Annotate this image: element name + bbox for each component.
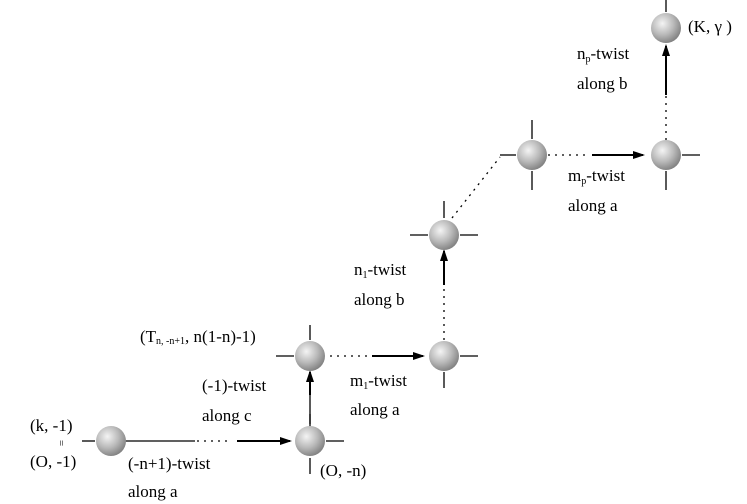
label-torus-knot: (Tn, -n+1, n(1-n)-1) — [140, 327, 256, 347]
edge-n1-to-mp — [451, 156, 501, 219]
node-after-mp — [651, 140, 681, 170]
label-final: (K, γ ) — [688, 17, 732, 36]
twist-t2-line2: along a — [350, 400, 400, 419]
twist-t4-line1: mp-twist — [568, 166, 625, 187]
twist-t0-line1: (-n+1)-twist — [128, 454, 211, 473]
node-final — [651, 13, 681, 43]
twist-t3-line1: n1-twist — [354, 260, 407, 281]
node-ticks — [82, 0, 700, 474]
twist-t5-line2: along b — [577, 74, 628, 93]
node-on — [295, 426, 325, 456]
twist-t2-line1: m1-twist — [350, 371, 407, 392]
label-o-minus-n: (O, -n) — [320, 461, 366, 480]
node-torus-knot — [295, 341, 325, 371]
node-start — [96, 426, 126, 456]
twist-t1-line2: along c — [202, 406, 252, 425]
node-after-n1 — [429, 220, 459, 250]
label-k-minus-1: (k, -1) — [30, 416, 72, 435]
twist-t3-line2: along b — [354, 290, 405, 309]
twist-t0-line2: along a — [128, 482, 178, 501]
node-after-m1 — [429, 341, 459, 371]
node-before-mp — [517, 140, 547, 170]
twist-t5-line1: np-twist — [577, 44, 630, 65]
twist-t1-line1: (-1)-twist — [202, 376, 266, 395]
twist-t4-line2: along a — [568, 196, 618, 215]
label-equals: = — [55, 440, 67, 446]
label-o-minus-1: (O, -1) — [30, 452, 76, 471]
